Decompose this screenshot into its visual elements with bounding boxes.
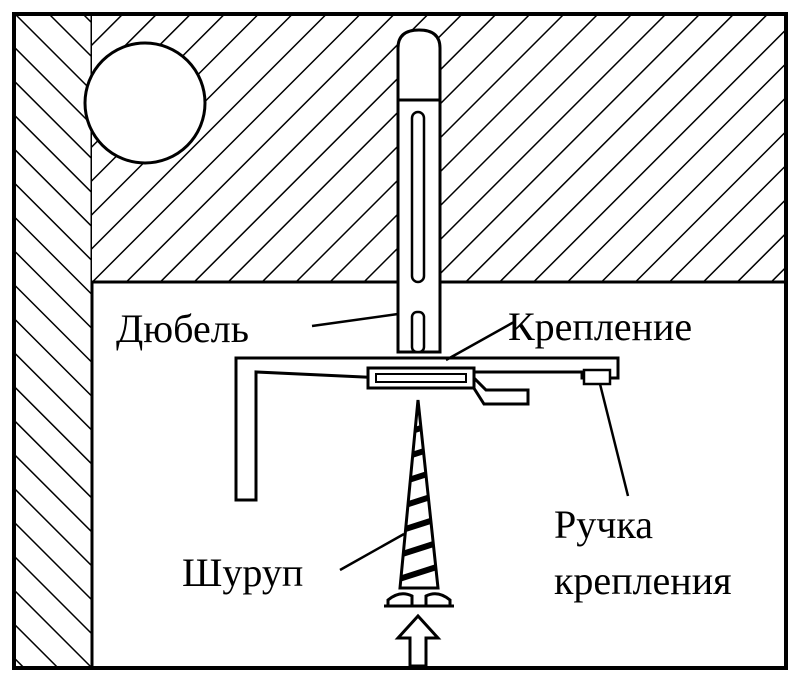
dowel	[396, 28, 442, 354]
label-handle-line1: Ручка	[554, 502, 653, 547]
leader-screw	[339, 532, 405, 572]
mounting-bracket	[234, 356, 620, 502]
insertion-arrow-icon	[394, 613, 442, 668]
label-screw: Шуруп	[182, 550, 303, 595]
slab-cavity	[83, 41, 207, 165]
leader-mount	[445, 320, 515, 362]
left-wall	[16, 16, 92, 666]
label-mount: Крепление	[508, 304, 692, 349]
leader-dowel	[311, 312, 399, 328]
bracket-handle	[582, 368, 612, 386]
leader-handle	[598, 383, 630, 497]
label-dowel: Дюбель	[116, 306, 249, 351]
label-handle-line2: крепления	[554, 558, 732, 603]
